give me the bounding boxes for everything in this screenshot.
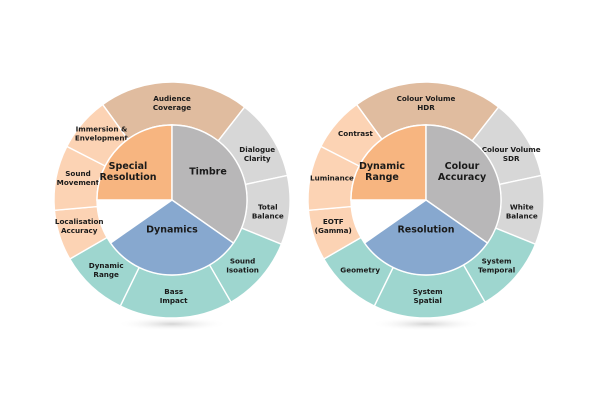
video-label-luminance-line: Luminance: [310, 173, 354, 182]
video-inner-label-dynamic-range-line: Dynamic: [359, 161, 405, 172]
video-label-luminance: Luminance: [310, 173, 354, 182]
video-label-eotf-gamma: EOTF(Gamma): [315, 217, 352, 235]
audio-label-sound-movement-line: Sound: [65, 169, 91, 178]
video-label-system-spatial-line: Spatial: [413, 296, 441, 305]
video-wedge-colour-accuracy: [425, 124, 502, 244]
video-label-white-balance-line: White: [510, 202, 534, 211]
video-inner-label-dynamic-range-line: Range: [365, 172, 399, 183]
video-label-system-spatial-line: System: [413, 287, 443, 296]
audio-label-sound-isolation-line: Sound: [230, 256, 256, 265]
video-inner-label-colour-accuracy-line: Accuracy: [438, 172, 487, 183]
audio-inner-label-special-resolution-line: Resolution: [99, 172, 156, 183]
audio-label-bass-impact-line: Bass: [164, 287, 183, 296]
video-label-eotf-gamma-line: (Gamma): [315, 226, 352, 235]
audio-wedge-dynamics: [109, 199, 235, 276]
audio-label-localisation-accuracy-line: Localisation: [55, 217, 104, 226]
audio-label-localisation-accuracy-line: Accuracy: [61, 226, 98, 235]
video-label-contrast: Contrast: [338, 129, 373, 138]
audio-label-total-balance-line: Balance: [252, 211, 284, 220]
video-label-white-balance-line: Balance: [506, 211, 538, 220]
audio-label-dynamic-range-line: Dynamic: [89, 261, 124, 270]
audio-label-sound-movement-line: Movement: [57, 178, 100, 187]
audio-inner-label-dynamics: Dynamics: [146, 225, 198, 236]
audio-inner-label-special-resolution-line: Special: [109, 161, 148, 172]
video-label-colour-volume-sdr-line: Colour Volume: [482, 145, 541, 154]
video-inner-label-resolution-line: Resolution: [397, 225, 454, 236]
audio-inner-label-timbre: Timbre: [189, 167, 227, 178]
video-label-colour-volume-sdr-line: SDR: [503, 154, 520, 163]
video-label-colour-volume-hdr-line: Colour Volume: [397, 94, 456, 103]
video-wedge-dynamic-range: [350, 124, 427, 201]
audio-label-immersion-envelopment-line: Envelopment: [75, 134, 129, 143]
audio-label-total-balance-line: Total: [258, 202, 278, 211]
audio-label-immersion-envelopment: Immersion &Envelopment: [75, 125, 129, 143]
audio-label-audience-coverage-line: Audience: [153, 94, 191, 103]
audio-label-dialogue-clarity-line: Dialogue: [239, 145, 275, 154]
video-label-geometry-line: Geometry: [340, 266, 380, 275]
video-label-contrast-line: Contrast: [338, 129, 373, 138]
audio-label-bass-impact-line: Impact: [160, 296, 188, 305]
audio-inner-label-timbre-line: Timbre: [189, 167, 227, 178]
video-inner-label-colour-accuracy-line: Colour: [445, 161, 480, 172]
audio-label-immersion-envelopment-line: Immersion &: [76, 125, 128, 134]
video-wheel-shadow: [370, 317, 482, 331]
audio-label-audience-coverage-line: Coverage: [153, 103, 191, 112]
audio-inner-label-dynamics-line: Dynamics: [146, 225, 198, 236]
video-label-colour-volume-hdr-line: HDR: [417, 103, 435, 112]
video-inner-label-resolution: Resolution: [397, 225, 454, 236]
audio-label-sound-isolation-line: Isoation: [226, 265, 259, 274]
video-label-geometry: Geometry: [340, 266, 380, 275]
video-label-system-temporal-line: System: [482, 256, 512, 265]
audio-label-dynamic-range-line: Range: [93, 270, 119, 279]
audio-label-dialogue-clarity-line: Clarity: [244, 154, 271, 163]
audio-wheel-shadow: [116, 317, 228, 331]
video-label-system-temporal-line: Temporal: [478, 265, 515, 274]
video-wedge-resolution: [363, 199, 489, 276]
audio-wedge-timbre: [171, 124, 248, 244]
audio-wedge-special-resolution: [96, 124, 173, 201]
video-label-eotf-gamma-line: EOTF: [323, 217, 344, 226]
